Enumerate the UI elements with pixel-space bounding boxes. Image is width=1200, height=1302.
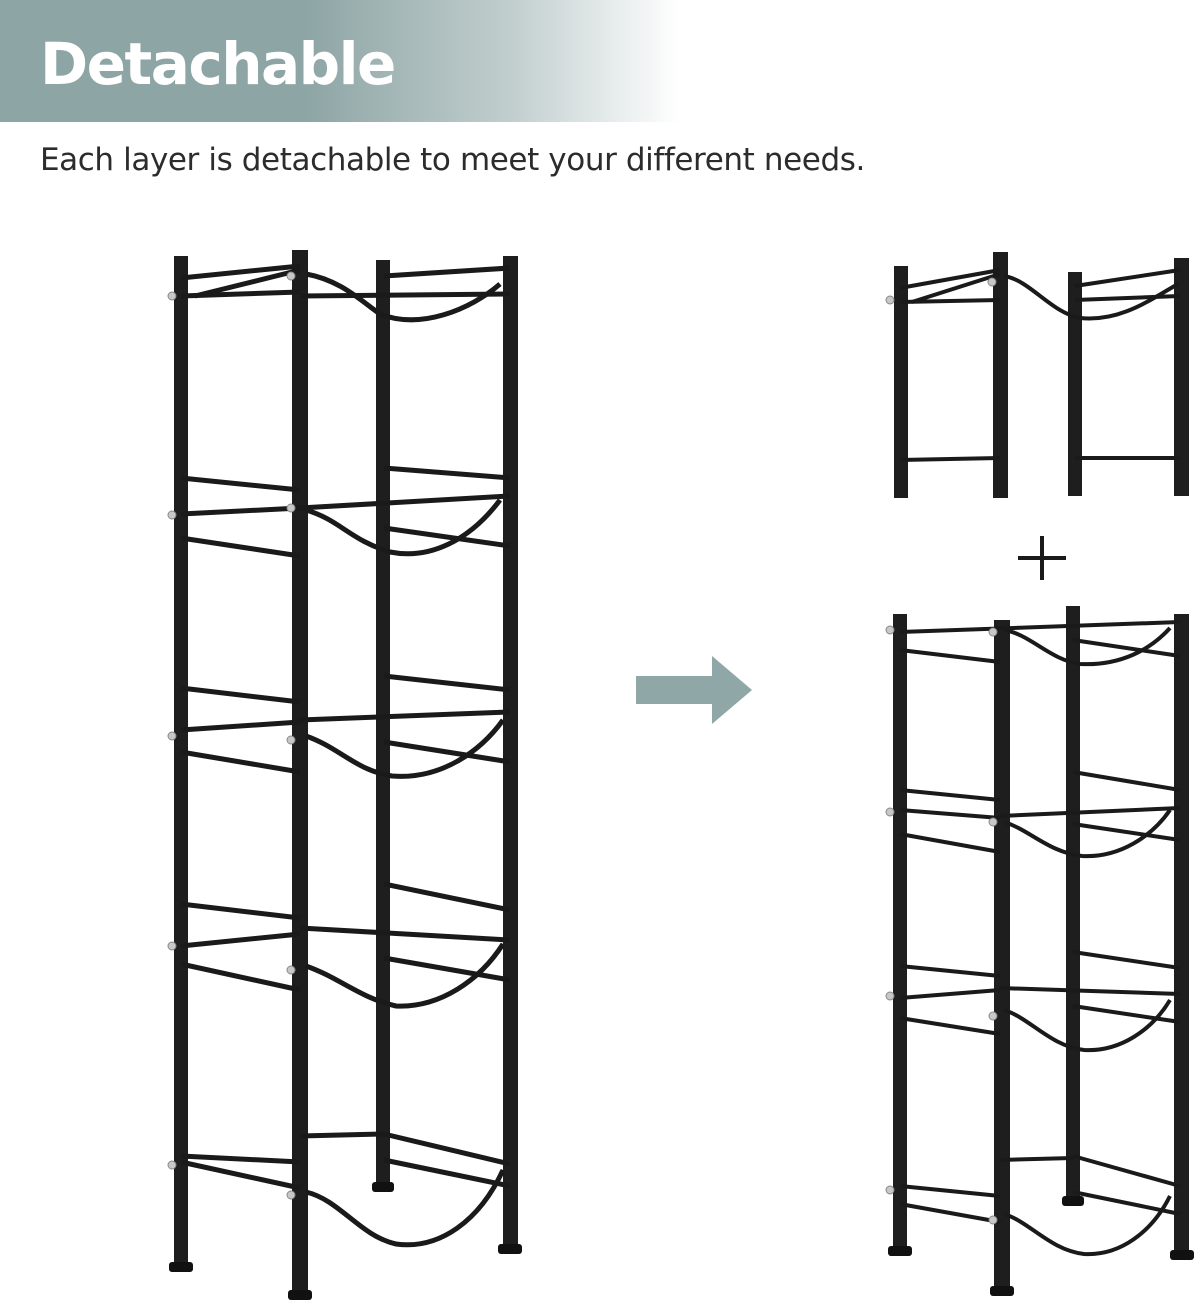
page-title: Detachable — [40, 30, 396, 98]
title-banner — [0, 0, 680, 122]
page-subtitle: Each layer is detachable to meet your di… — [40, 142, 865, 178]
detached-top-tier — [894, 252, 1189, 498]
rack-three-tier — [888, 606, 1194, 1296]
plus-icon — [1018, 536, 1066, 580]
arrow-right-icon — [636, 656, 752, 724]
